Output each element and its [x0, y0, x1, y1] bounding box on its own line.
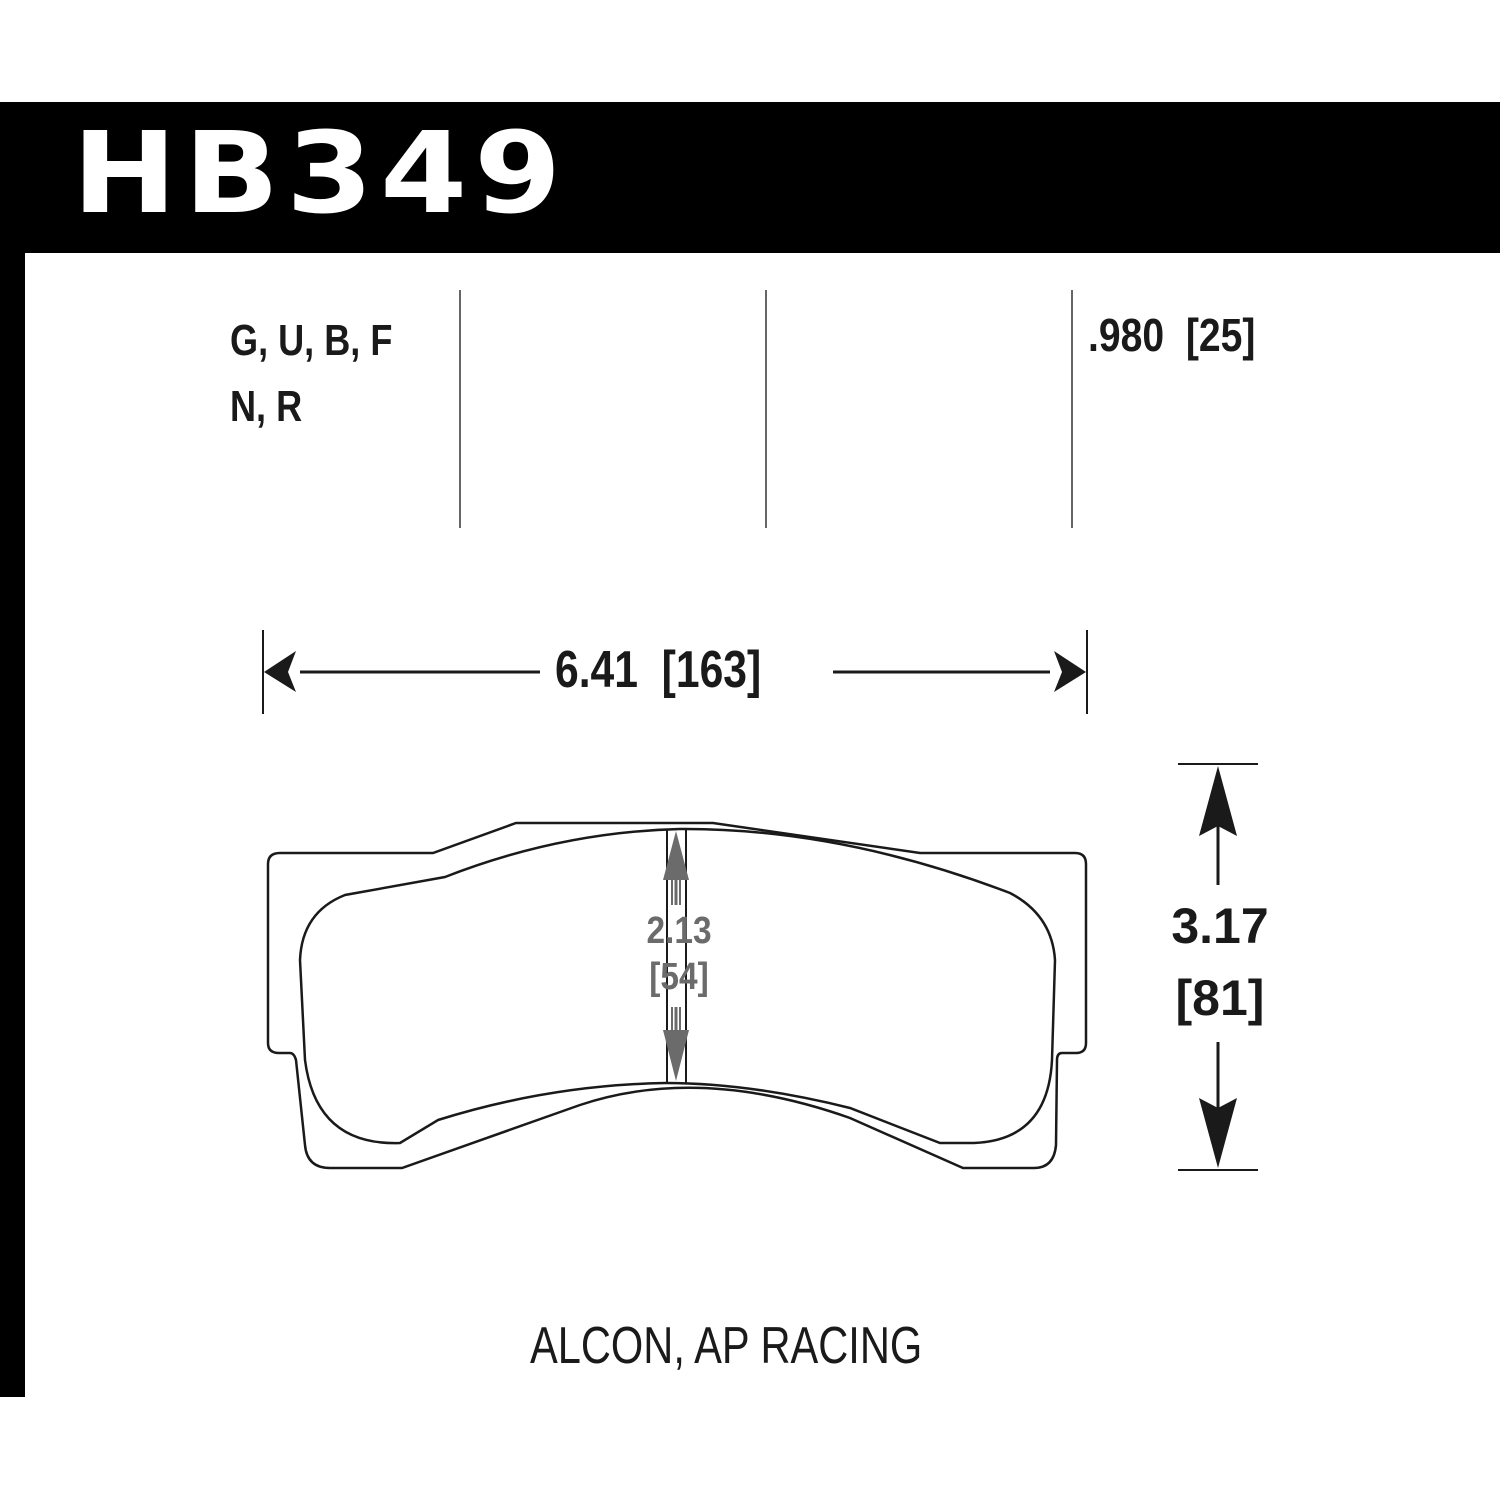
divider-line-2 — [765, 290, 767, 528]
height-inches: 3.17 — [1171, 898, 1269, 954]
divider-line-1 — [459, 290, 461, 528]
pad-height-label: 2.13 [54] — [631, 908, 726, 1000]
pad-height-inches: 2.13 — [646, 910, 712, 952]
compound-list: G, U, B, F N, R — [230, 308, 392, 440]
height-dimension-label: 3.17 [81] — [1160, 890, 1280, 1034]
backing-plate-outline — [266, 821, 1088, 1170]
part-number-title: HB349 — [72, 109, 569, 239]
pad-height-dimension-arrow — [663, 829, 689, 1083]
height-mm: [81] — [1175, 970, 1265, 1026]
application-label: ALCON, AP RACING — [530, 1317, 923, 1375]
header-bar — [0, 102, 1500, 253]
side-bar — [0, 102, 25, 1397]
pad-height-mm: [54] — [649, 956, 709, 998]
height-dimension-arrow — [1178, 763, 1258, 1171]
compound-line-1: G, U, B, F — [230, 316, 393, 365]
thickness-dimension: .980 [25] — [1088, 309, 1256, 361]
width-dimension-arrow — [262, 630, 1088, 714]
compound-line-2: N, R — [230, 382, 303, 431]
divider-line-3 — [1071, 290, 1073, 528]
friction-pad-outline — [298, 827, 1057, 1145]
width-dimension-label: 6.41 [163] — [555, 641, 762, 699]
